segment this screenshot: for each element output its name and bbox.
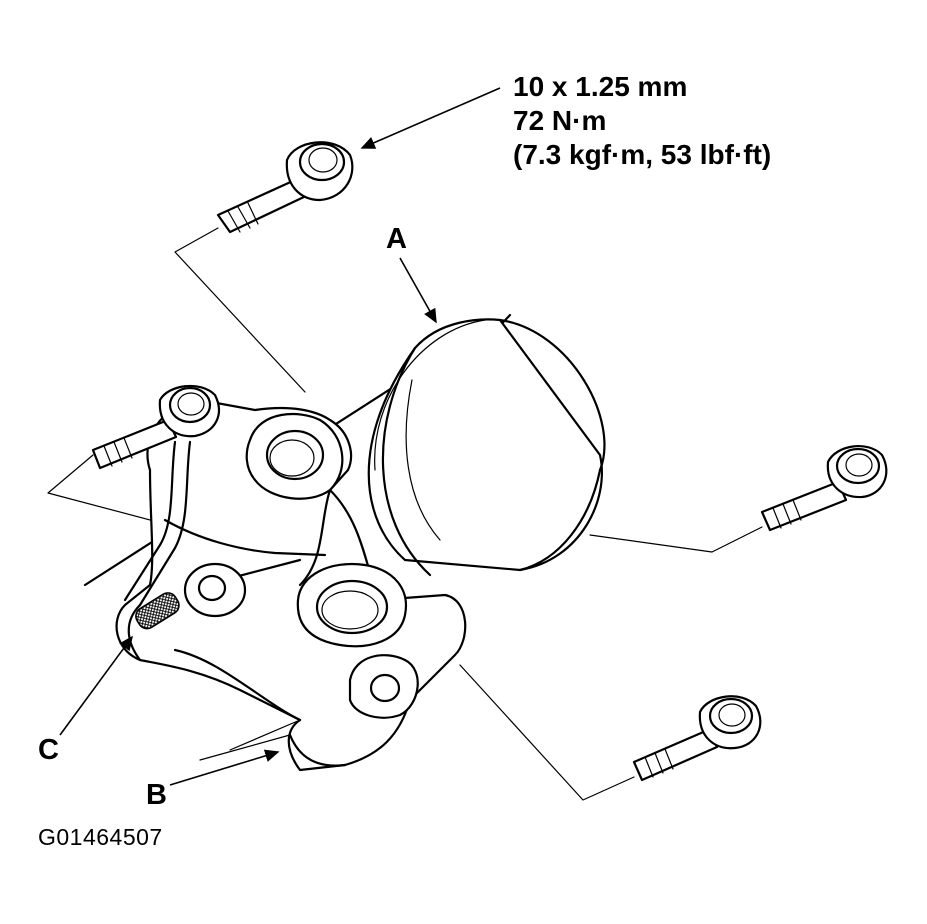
callout-a-arrow [399,257,437,324]
bolt-bottom-right [632,695,762,782]
bolt-size-label: 10 x 1.25 mm [513,71,688,102]
torque-nm-label: 72 N·m [513,105,607,136]
callout-b: B [146,779,167,811]
callout-arrows [59,87,501,786]
torque-imperial-label: (7.3 kgf·m, 53 lbf·ft) [513,139,772,170]
spec-arrow [360,87,501,149]
bolt-left [91,384,221,470]
callout-b-arrow [169,749,280,786]
figure-id: G01464507 [38,824,163,850]
bolt-guide-lines [47,227,763,801]
vent-filter-c [135,592,180,630]
callout-c-arrow [59,635,133,736]
callout-a: A [386,223,407,255]
callout-c: C [38,734,59,766]
bolt-right [760,445,888,532]
shaft-a [83,313,606,587]
bolt-top [216,141,354,234]
